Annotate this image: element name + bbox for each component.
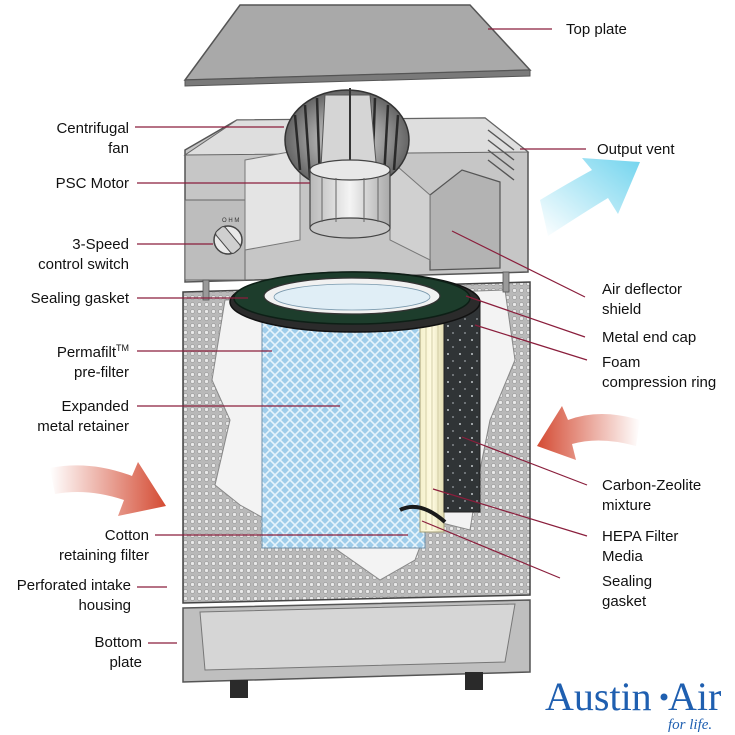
output-airflow-arrow: [540, 158, 640, 236]
label-carbon-zeolite-line2: mixture: [602, 497, 651, 514]
intake-airflow-arrow-right: [537, 406, 640, 460]
label-sealing-gasket-bottom-line2: gasket: [602, 593, 647, 610]
label-centrifugal-fan-line2: fan: [108, 140, 129, 157]
sealing-gasket-bottom: [399, 505, 447, 524]
label-permafilt-line2: pre-filter: [74, 364, 129, 381]
psc-motor: [309, 159, 391, 239]
label-cotton-filter-line1: Cotton: [105, 527, 149, 544]
label-permafilt-line1: PermafiltTM: [57, 343, 129, 361]
expanded-metal-retainer: [261, 304, 426, 549]
label-speed-switch-line2: control switch: [38, 256, 129, 273]
label-centrifugal-fan-line1: Centrifugal: [56, 120, 129, 137]
svg-text:O H M: O H M: [222, 218, 239, 224]
label-hepa-line1: HEPA Filter: [602, 528, 678, 545]
label-foam-ring-line2: compression ring: [602, 374, 716, 391]
label-sealing-gasket-top: Sealing gasket: [31, 290, 130, 307]
label-carbon-zeolite-line1: Carbon-Zeolite: [602, 477, 701, 494]
label-bottom-plate-line1: Bottom: [94, 634, 142, 651]
speed-control-switch: O H M: [213, 218, 243, 255]
label-metal-end-cap: Metal end cap: [602, 329, 696, 346]
label-air-deflector-line2: shield: [602, 301, 641, 318]
brand-tagline: for life.: [668, 717, 712, 733]
leader-lines: [135, 28, 588, 644]
label-foam-ring-line1: Foam: [602, 354, 640, 371]
label-air-deflector-line1: Air deflector: [602, 281, 682, 298]
label-speed-switch-line1: 3-Speed: [72, 236, 129, 253]
brand-name-part2: Air: [668, 674, 721, 719]
label-top-plate: Top plate: [566, 21, 627, 38]
intake-airflow-arrow-left: [50, 462, 166, 516]
top-plate: [183, 4, 532, 81]
label-expanded-retainer-line1: Expanded: [61, 398, 129, 415]
label-intake-housing-line2: housing: [78, 597, 131, 614]
brand-logo: Austin Air for life.: [545, 674, 721, 733]
label-hepa-line2: Media: [602, 548, 644, 565]
carbon-zeolite-layer: [443, 301, 481, 513]
label-bottom-plate-line2: plate: [109, 654, 142, 671]
purifier-illustration: O H M: [50, 4, 640, 698]
brand-name-part1: Austin: [545, 674, 652, 719]
callout-labels: Top plate Centrifugal fan Output vent PS…: [17, 21, 716, 671]
output-vent: [487, 129, 515, 181]
label-output-vent: Output vent: [597, 141, 675, 158]
label-sealing-gasket-bottom-line1: Sealing: [602, 573, 652, 590]
label-intake-housing-line1: Perforated intake: [17, 577, 131, 594]
label-cotton-filter-line2: retaining filter: [59, 547, 149, 564]
label-expanded-retainer-line2: metal retainer: [37, 418, 129, 435]
label-psc-motor: PSC Motor: [56, 175, 129, 192]
brand-dot-icon: [660, 693, 668, 701]
